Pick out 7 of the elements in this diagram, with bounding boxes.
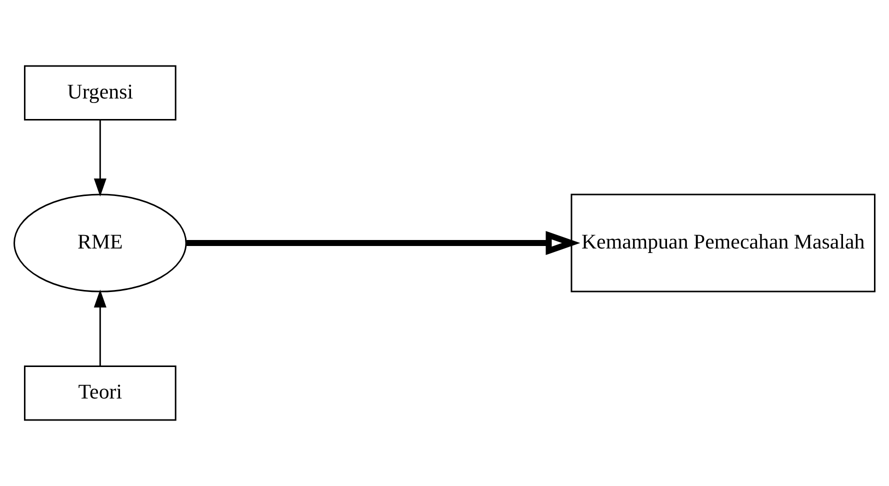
arrow: [94, 290, 106, 366]
arrow: [186, 230, 580, 256]
node-box: Teori: [24, 366, 176, 421]
node-box: Urgensi: [24, 65, 176, 120]
node-ellipse: RME: [14, 194, 187, 292]
arrow: [94, 120, 106, 196]
node-box: Kemampuan Pemecahan Masalah: [570, 194, 876, 292]
